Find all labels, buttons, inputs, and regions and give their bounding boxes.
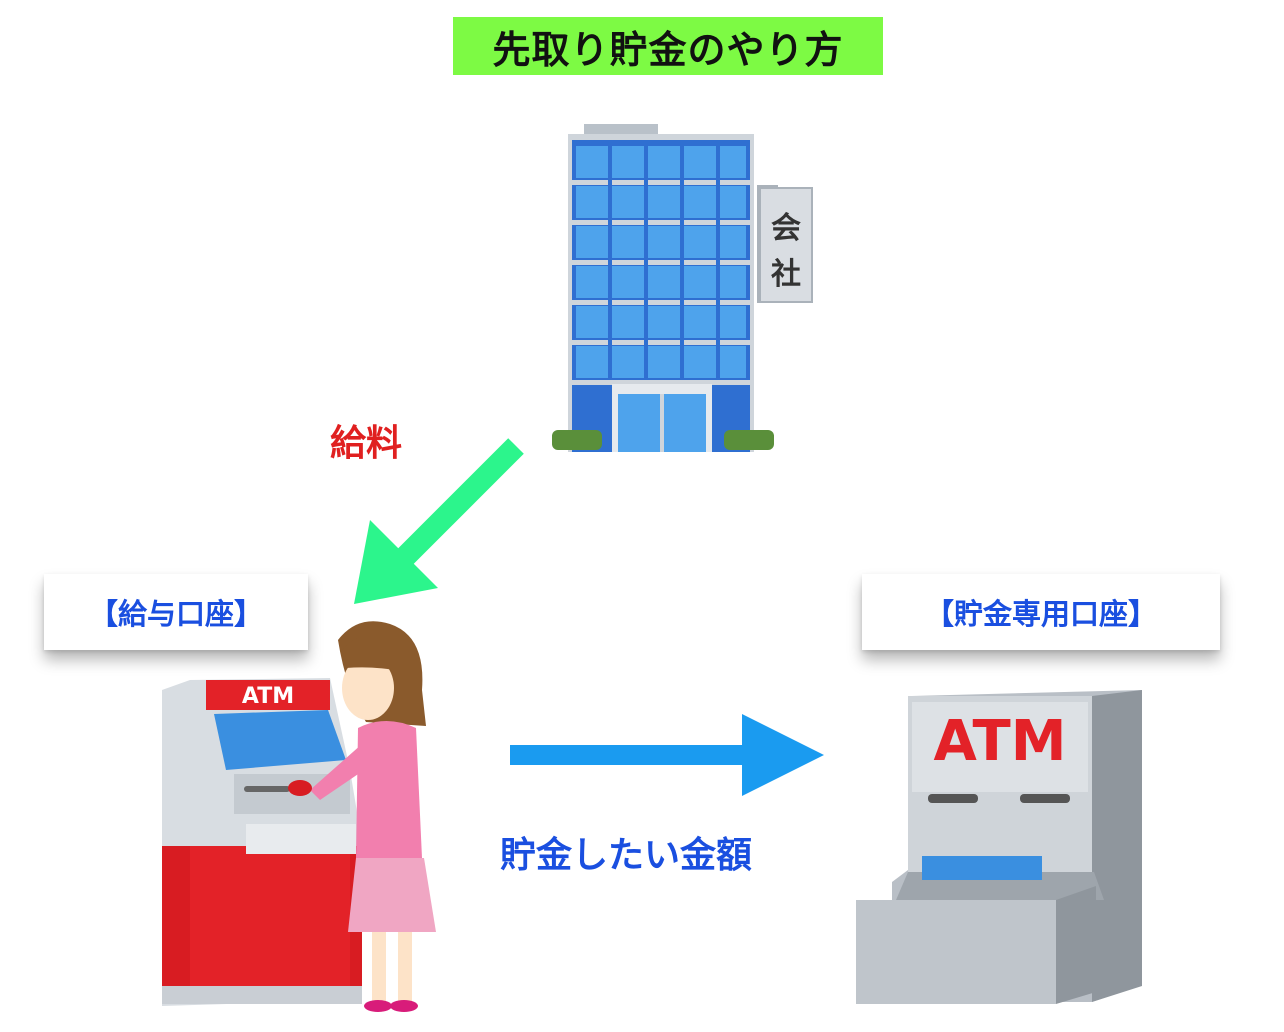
transfer-arrow (510, 714, 824, 796)
page-title: 先取り貯金のやり方 (453, 17, 883, 75)
salary-account-card: 【給与口座】 (44, 574, 308, 650)
savings-account-card: 【貯金専用口座】 (862, 574, 1220, 650)
savings-atm-icon: ATM (856, 690, 1142, 1004)
atm-small-label: ATM (242, 684, 294, 709)
company-sign-char-1: 会 (771, 211, 801, 246)
transfer-amount-label: 貯金したい金額 (500, 835, 753, 876)
salary-label: 給料 (330, 423, 403, 464)
atm-with-woman-icon: ATM (162, 621, 436, 1012)
atm-large-label: ATM (934, 709, 1067, 774)
company-sign-char-2: 社 (771, 257, 801, 292)
company-sign: 会 社 (759, 187, 813, 303)
salary-arrow (354, 438, 524, 604)
company-building-icon (552, 124, 778, 452)
